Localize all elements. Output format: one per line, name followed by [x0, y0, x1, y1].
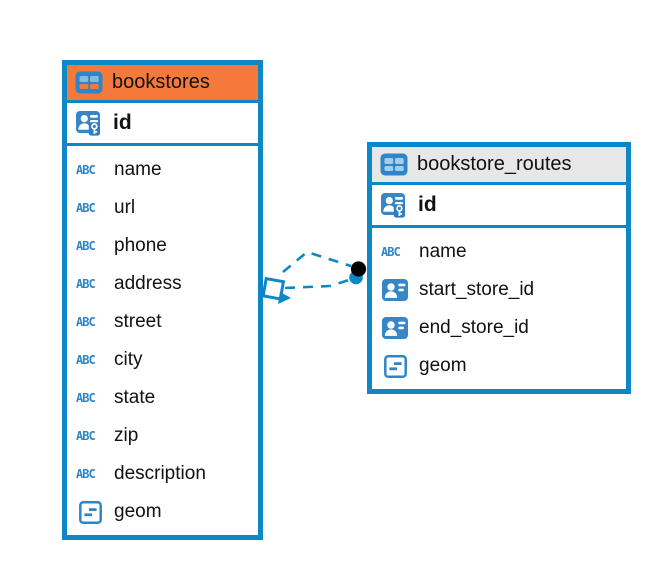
- table-title: bookstore_routes: [417, 153, 572, 175]
- relationship-source-marker[interactable]: [261, 276, 291, 304]
- primary-key-label: id: [113, 111, 132, 134]
- geometry-icon: [380, 354, 410, 378]
- geometry-icon: [75, 500, 105, 524]
- foreign-key-icon: [380, 279, 410, 301]
- table-header[interactable]: bookstores: [67, 65, 258, 103]
- column-row[interactable]: ABC street: [67, 303, 258, 341]
- column-label: url: [114, 197, 136, 218]
- column-label: geom: [419, 355, 467, 376]
- text-icon: ABC: [76, 467, 96, 481]
- column-row[interactable]: end_store_id: [372, 309, 626, 347]
- table-node-bookstore-routes[interactable]: bookstore_routes id ABC name start_store_i…: [367, 142, 631, 394]
- column-label: phone: [114, 235, 167, 256]
- column-row[interactable]: ABC name: [67, 151, 258, 189]
- column-label: state: [114, 387, 156, 408]
- column-label: street: [114, 311, 162, 332]
- foreign-key-icon: [380, 317, 410, 339]
- column-label: description: [114, 463, 206, 484]
- column-label: zip: [114, 425, 139, 446]
- primary-key-row[interactable]: id: [67, 103, 258, 146]
- text-icon: ABC: [76, 277, 96, 291]
- text-icon: ABC: [381, 245, 401, 259]
- relationship-line-lower[interactable]: [284, 278, 350, 290]
- column-row[interactable]: geom: [67, 493, 258, 531]
- text-icon: ABC: [76, 239, 96, 253]
- table-header[interactable]: bookstore_routes: [372, 147, 626, 185]
- column-row[interactable]: ABC zip: [67, 417, 258, 455]
- relationship-line-upper[interactable]: [282, 250, 352, 273]
- column-row[interactable]: start_store_id: [372, 271, 626, 309]
- table-icon: [379, 153, 409, 176]
- table-icon: [74, 71, 104, 94]
- column-label: city: [114, 349, 143, 370]
- column-label: geom: [114, 501, 162, 522]
- column-row[interactable]: ABC phone: [67, 227, 258, 265]
- text-icon: ABC: [76, 429, 96, 443]
- column-label: start_store_id: [419, 279, 535, 300]
- column-row[interactable]: ABC state: [67, 379, 258, 417]
- primary-key-icon: [379, 192, 409, 218]
- column-label: name: [114, 159, 162, 180]
- column-row[interactable]: geom: [372, 347, 626, 385]
- primary-key-icon: [74, 110, 104, 136]
- primary-key-label: id: [418, 193, 437, 216]
- text-icon: ABC: [76, 163, 96, 177]
- column-row[interactable]: ABC name: [372, 233, 626, 271]
- column-row[interactable]: ABC address: [67, 265, 258, 303]
- column-label: name: [419, 241, 467, 262]
- column-label: end_store_id: [419, 317, 529, 338]
- text-icon: ABC: [76, 201, 96, 215]
- relationship-target-marker[interactable]: [349, 261, 367, 285]
- primary-key-row[interactable]: id: [372, 185, 626, 228]
- column-row[interactable]: ABC description: [67, 455, 258, 493]
- column-label: address: [114, 273, 182, 294]
- column-row[interactable]: ABC url: [67, 189, 258, 227]
- column-row[interactable]: ABC city: [67, 341, 258, 379]
- table-title: bookstores: [112, 71, 210, 93]
- text-icon: ABC: [76, 315, 96, 329]
- text-icon: ABC: [76, 391, 96, 405]
- text-icon: ABC: [76, 353, 96, 367]
